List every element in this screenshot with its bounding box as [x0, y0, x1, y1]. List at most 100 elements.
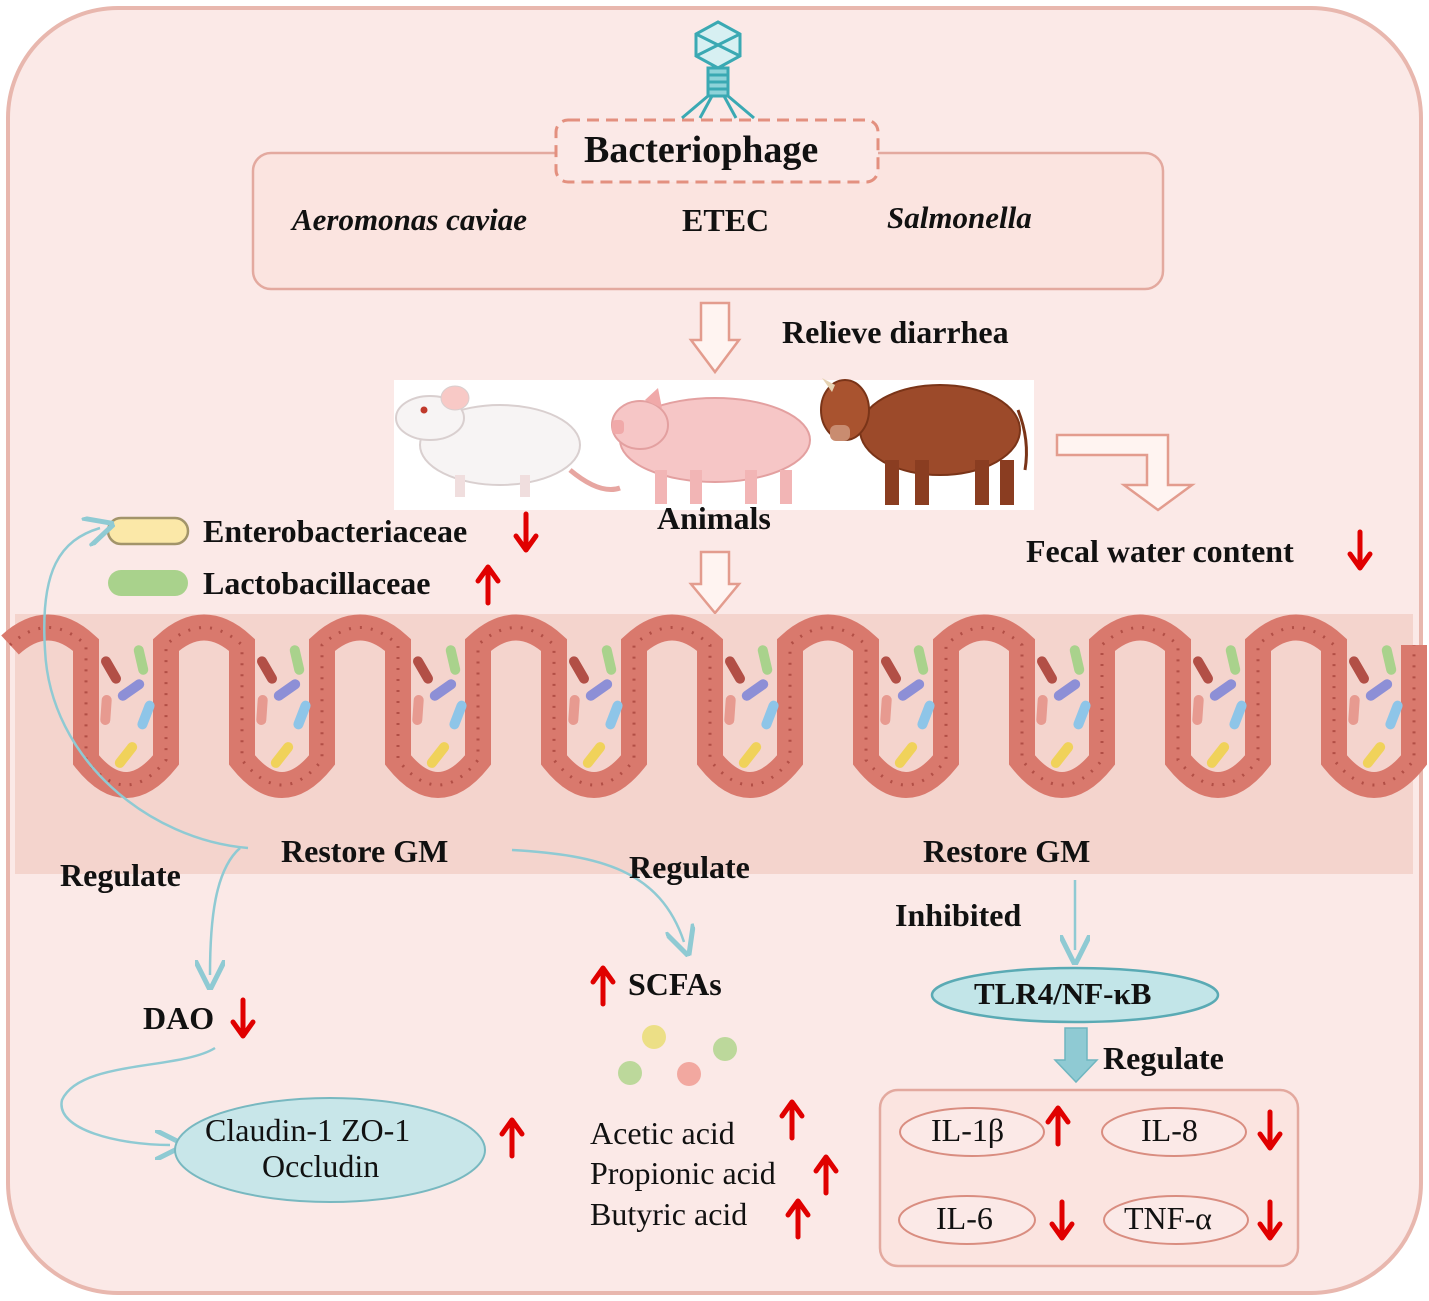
gut-bacterium — [725, 656, 745, 684]
gut-bacterium — [1225, 645, 1241, 675]
gut-bacterium — [293, 700, 311, 730]
gut-bacterium — [270, 742, 294, 768]
entero-trend-arrow — [513, 511, 539, 553]
title-box — [554, 118, 880, 184]
scfa-dot-yellow — [642, 1025, 666, 1049]
acid-3-trend-arrow — [785, 1198, 811, 1240]
gut-bacterium — [601, 645, 617, 675]
il8-trend-arrow — [1257, 1109, 1283, 1151]
cytokine-3: IL-6 — [936, 1200, 993, 1236]
gut-bacterium — [101, 656, 121, 684]
hollow-arrow-3 — [1055, 433, 1196, 512]
scfa-dot-pink — [677, 1062, 701, 1086]
trend-arrows — [230, 511, 1373, 1241]
gut-bacterium — [913, 645, 929, 675]
gut-bacterium — [100, 695, 112, 725]
restore-gm-right: Restore GM — [923, 833, 1091, 869]
villi-row — [1, 614, 1427, 798]
animals-label: Animals — [657, 500, 771, 536]
acid-1-trend-arrow — [779, 1099, 805, 1141]
regulate-left: Regulate — [60, 857, 181, 893]
pathogen-1: Aeromonas caviae — [292, 202, 528, 237]
gut-bacterium — [724, 695, 736, 725]
restore-to-scfa-line — [511, 848, 684, 942]
gut-bacterium — [1348, 695, 1360, 725]
gut-bacterium — [1050, 742, 1074, 768]
restore-to-dao-line — [210, 847, 241, 975]
regulate-mid: Regulate — [629, 849, 750, 885]
lacto-label: Lactobacillaceae — [203, 565, 431, 601]
gut-bacterium — [137, 700, 155, 730]
rat-icon — [395, 385, 621, 497]
hollow-arrow-2 — [688, 550, 742, 615]
gut-bacterium — [429, 679, 457, 701]
dao-trend-arrow — [230, 997, 256, 1039]
scfa-trend-arrow — [590, 965, 616, 1007]
tnf-ellipse — [1103, 1195, 1249, 1245]
tlr4-ellipse — [930, 966, 1220, 1024]
regulate-loop-line — [43, 528, 249, 850]
gut-bacterium — [273, 679, 301, 701]
gut-bacterium — [1053, 679, 1081, 701]
gut-bacterium — [894, 742, 918, 768]
gut-bacterium — [133, 645, 149, 675]
gut-bacterium — [582, 742, 606, 768]
relieve-label: Relieve diarrhea — [782, 314, 1009, 350]
restore-gm-left: Restore GM — [281, 833, 449, 869]
gut-bacterium — [1381, 645, 1397, 675]
hollow-arrow-1 — [688, 301, 742, 375]
dao-to-proteins-line — [60, 1046, 216, 1145]
entero-bacteria-icon — [106, 516, 190, 546]
proteins-ellipse — [174, 1097, 486, 1203]
gut-bacterium — [1229, 700, 1247, 730]
gut-bacterium — [449, 700, 467, 730]
gut-bacterium — [738, 742, 762, 768]
gut-bacterium — [413, 656, 433, 684]
gut-bacterium — [117, 679, 145, 701]
il1b-trend-arrow — [1045, 1105, 1071, 1147]
acid-3: Butyric acid — [590, 1196, 748, 1232]
gut-bacterium — [605, 700, 623, 730]
gut-bacterium — [1209, 679, 1237, 701]
proteins-line2: Occludin — [262, 1148, 380, 1184]
scfa-dot-green-2 — [618, 1061, 642, 1085]
acid-2: Propionic acid — [590, 1155, 776, 1191]
gut-bacterium — [880, 695, 892, 725]
gut-bacterium — [426, 742, 450, 768]
gut-bacterium — [256, 695, 268, 725]
proteins-line1: Claudin-1 ZO-1 — [205, 1112, 411, 1148]
gut-bacterium — [1385, 700, 1403, 730]
il8-ellipse — [1101, 1107, 1247, 1157]
gut-bacterium — [761, 700, 779, 730]
cow-icon — [820, 378, 1028, 505]
cytokine-1: IL-1β — [931, 1112, 1005, 1148]
phage-icon — [681, 20, 755, 120]
pig-icon — [611, 388, 811, 504]
proteins-trend-arrow — [499, 1117, 525, 1159]
gut-bacterium — [1365, 679, 1393, 701]
gut-bacterium — [757, 645, 773, 675]
pathogen-3: Salmonella — [887, 200, 1032, 235]
gut-bacterium — [1193, 656, 1213, 684]
scfa-label: SCFAs — [628, 966, 722, 1002]
inhibited-label: Inhibited — [895, 897, 1022, 933]
lacto-bacteria-icon — [108, 570, 188, 596]
fecal-trend-arrow — [1347, 529, 1373, 571]
gut-bacterium — [412, 695, 424, 725]
villi-wall — [1, 614, 1427, 798]
title-label: Bacteriophage — [584, 129, 819, 171]
gut-bacterium — [1073, 700, 1091, 730]
gut-bacterium — [257, 656, 277, 684]
acid-2-trend-arrow — [813, 1154, 839, 1196]
gut-bacterium — [1069, 645, 1085, 675]
gut-bacterium — [114, 742, 138, 768]
scfa-dot-green-1 — [713, 1037, 737, 1061]
gut-bacterium — [445, 645, 461, 675]
gut-bacterium — [569, 656, 589, 684]
il6-ellipse — [898, 1195, 1036, 1245]
dao-label: DAO — [143, 1000, 215, 1036]
pathogen-2: ETEC — [682, 202, 770, 238]
regulate-down-arrow — [1053, 1027, 1099, 1084]
